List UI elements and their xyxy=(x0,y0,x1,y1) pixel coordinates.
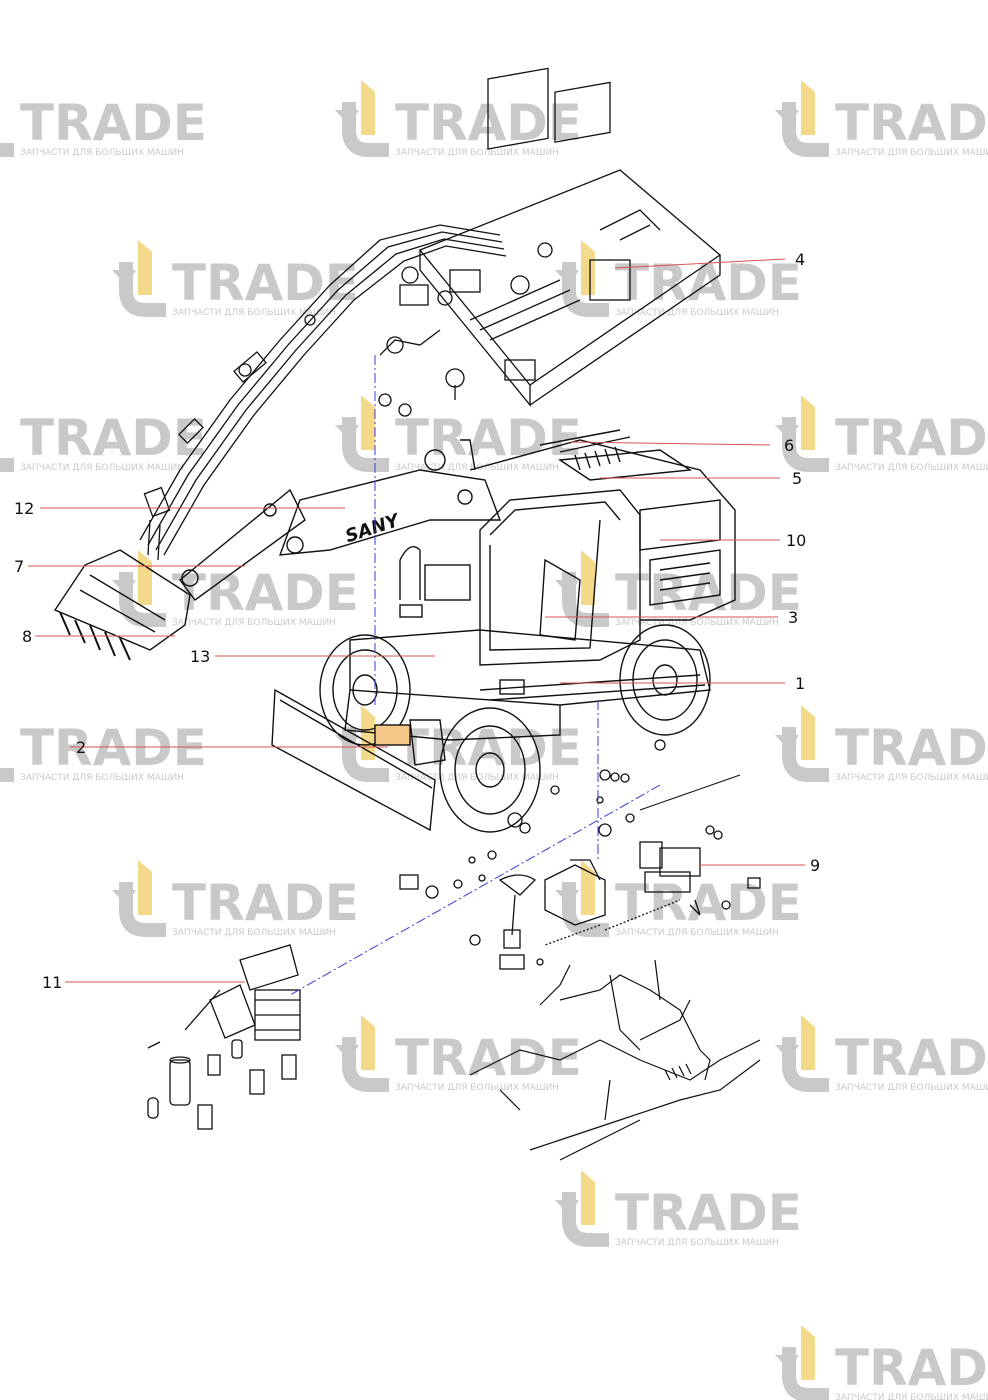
watermark-tagline: ЗАПЧАСТИ ДЛЯ БОЛЬШИХ МАШИН xyxy=(395,1083,559,1093)
watermark-brand: TRADE xyxy=(835,1339,988,1397)
watermark-brand: TRADE xyxy=(835,1029,988,1087)
callout-6: 6 xyxy=(784,436,794,455)
watermark-brand: TRADE xyxy=(172,874,359,932)
watermark-tagline: ЗАПЧАСТИ ДЛЯ БОЛЬШИХ МАШИН xyxy=(20,148,184,158)
watermark-tagline: ЗАПЧАСТИ ДЛЯ БОЛЬШИХ МАШИН xyxy=(615,1238,779,1248)
watermark: TRADE ЗАПЧАСТИ ДЛЯ БОЛЬШИХ МАШИН xyxy=(0,395,207,473)
callout-12: 12 xyxy=(14,499,34,518)
watermark-tagline: ЗАПЧАСТИ ДЛЯ БОЛЬШИХ МАШИН xyxy=(172,928,336,938)
callout-labels: 1 2 3 4 5 6 7 8 9 10 11 12 13 xyxy=(14,250,820,992)
watermark: TRADE ЗАПЧАСТИ ДЛЯ БОЛЬШИХ МАШИН xyxy=(0,80,207,158)
callout-9: 9 xyxy=(810,856,820,875)
watermark-brand: TRADE xyxy=(835,94,988,152)
watermark-tagline: ЗАПЧАСТИ ДЛЯ БОЛЬШИХ МАШИН xyxy=(615,928,779,938)
watermark: TRADE ЗАПЧАСТИ ДЛЯ БОЛЬШИХ МАШИН xyxy=(555,240,802,318)
watermark: TRADE ЗАПЧАСТИ ДЛЯ БОЛЬШИХ МАШИН xyxy=(775,80,988,158)
callout-1: 1 xyxy=(795,674,805,693)
watermark: TRADE ЗАПЧАСТИ ДЛЯ БОЛЬШИХ МАШИН xyxy=(0,705,207,783)
watermark: TRADE ЗАПЧАСТИ ДЛЯ БОЛЬШИХ МАШИН xyxy=(775,705,988,783)
callout-leaders xyxy=(28,258,805,983)
wheel-front xyxy=(319,634,411,746)
dozer-blade xyxy=(271,688,436,832)
wheel-rear-right xyxy=(619,624,711,736)
watermark-tagline: ЗАПЧАСТИ ДЛЯ БОЛЬШИХ МАШИН xyxy=(20,463,184,473)
boom xyxy=(278,469,502,556)
watermark-tagline: ЗАПЧАСТИ ДЛЯ БОЛЬШИХ МАШИН xyxy=(835,463,988,473)
watermark-brand: TRADE xyxy=(172,254,359,312)
arm xyxy=(179,488,306,601)
excavator: SANY xyxy=(53,429,736,833)
callout-8: 8 xyxy=(22,627,32,646)
watermark: TRADE ЗАПЧАСТИ ДЛЯ БОЛЬШИХ МАШИН xyxy=(112,240,359,318)
callout-11: 11 xyxy=(42,973,62,992)
watermark-brand: TRADE xyxy=(615,874,802,932)
electrical-parts xyxy=(147,739,761,1130)
upper-structure xyxy=(469,439,736,621)
watermark: TRADE ЗАПЧАСТИ ДЛЯ БОЛЬШИХ МАШИН xyxy=(555,1170,802,1248)
watermark: TRADE ЗАПЧАСТИ ДЛЯ БОЛЬШИХ МАШИН xyxy=(335,80,582,158)
callout-4: 4 xyxy=(795,250,805,269)
wiring-harness xyxy=(469,959,761,1161)
watermark-brand: TRADE xyxy=(20,409,207,467)
callout-10: 10 xyxy=(786,531,806,550)
watermark-brand: TRADE xyxy=(395,719,582,777)
watermark-tagline: ЗАПЧАСТИ ДЛЯ БОЛЬШИХ МАШИН xyxy=(835,148,988,158)
watermark: TRADE ЗАПЧАСТИ ДЛЯ БОЛЬШИХ МАШИН xyxy=(775,395,988,473)
watermark: TRADE ЗАПЧАСТИ ДЛЯ БОЛЬШИХ МАШИН xyxy=(555,860,802,938)
wheel-rear-left xyxy=(439,707,541,833)
watermark: TRADE ЗАПЧАСТИ ДЛЯ БОЛЬШИХ МАШИН xyxy=(112,860,359,938)
watermark: TRADE ЗАПЧАСТИ ДЛЯ БОЛЬШИХ МАШИН xyxy=(112,550,359,628)
operator-cab xyxy=(479,489,641,666)
watermark-brand: TRADE xyxy=(835,409,988,467)
watermark-brand: TRADE xyxy=(172,564,359,622)
callout-3: 3 xyxy=(788,608,798,627)
watermark-brand: TRADE xyxy=(395,409,582,467)
centerlines xyxy=(289,355,661,996)
watermark-tagline: ЗАПЧАСТИ ДЛЯ БОЛЬШИХ МАШИН xyxy=(615,618,779,628)
watermark: TRADE ЗАПЧАСТИ ДЛЯ БОЛЬШИХ МАШИН xyxy=(775,1015,988,1093)
watermark-brand: TRADE xyxy=(615,1184,802,1242)
upper-frame-assembly xyxy=(378,67,722,417)
callout-7: 7 xyxy=(14,557,24,576)
watermark-tagline: ЗАПЧАСТИ ДЛЯ БОЛЬШИХ МАШИН xyxy=(835,773,988,783)
watermark-tagline: ЗАПЧАСТИ ДЛЯ БОЛЬШИХ МАШИН xyxy=(835,1393,988,1400)
callout-13: 13 xyxy=(190,647,210,666)
watermark: TRADE ЗАПЧАСТИ ДЛЯ БОЛЬШИХ МАШИН xyxy=(335,395,582,473)
watermark-tagline: ЗАПЧАСТИ ДЛЯ БОЛЬШИХ МАШИН xyxy=(835,1083,988,1093)
watermark-tagline: ЗАПЧАСТИ ДЛЯ БОЛЬШИХ МАШИН xyxy=(172,308,336,318)
watermark-tagline: ЗАПЧАСТИ ДЛЯ БОЛЬШИХ МАШИН xyxy=(20,773,184,783)
callout-5: 5 xyxy=(792,469,802,488)
watermark-tagline: ЗАПЧАСТИ ДЛЯ БОЛЬШИХ МАШИН xyxy=(615,308,779,318)
watermark-brand: TRADE xyxy=(20,94,207,152)
watermarks: TRADE ЗАПЧАСТИ ДЛЯ БОЛЬШИХ МАШИН TRADE З… xyxy=(0,80,988,1400)
watermark: TRADE ЗАПЧАСТИ ДЛЯ БОЛЬШИХ МАШИН xyxy=(335,1015,582,1093)
watermark-tagline: ЗАПЧАСТИ ДЛЯ БОЛЬШИХ МАШИН xyxy=(395,148,559,158)
hydraulic-lines-assembly xyxy=(139,224,507,561)
bucket xyxy=(53,549,191,651)
watermark-tagline: ЗАПЧАСТИ ДЛЯ БОЛЬШИХ МАШИН xyxy=(172,618,336,628)
watermark-brand: TRADE xyxy=(835,719,988,777)
callout-2: 2 xyxy=(76,738,86,757)
watermark: TRADE ЗАПЧАСТИ ДЛЯ БОЛЬШИХ МАШИН xyxy=(775,1325,988,1400)
watermark-brand: TRADE xyxy=(20,719,207,777)
boom-brand-label: SANY xyxy=(343,510,404,548)
